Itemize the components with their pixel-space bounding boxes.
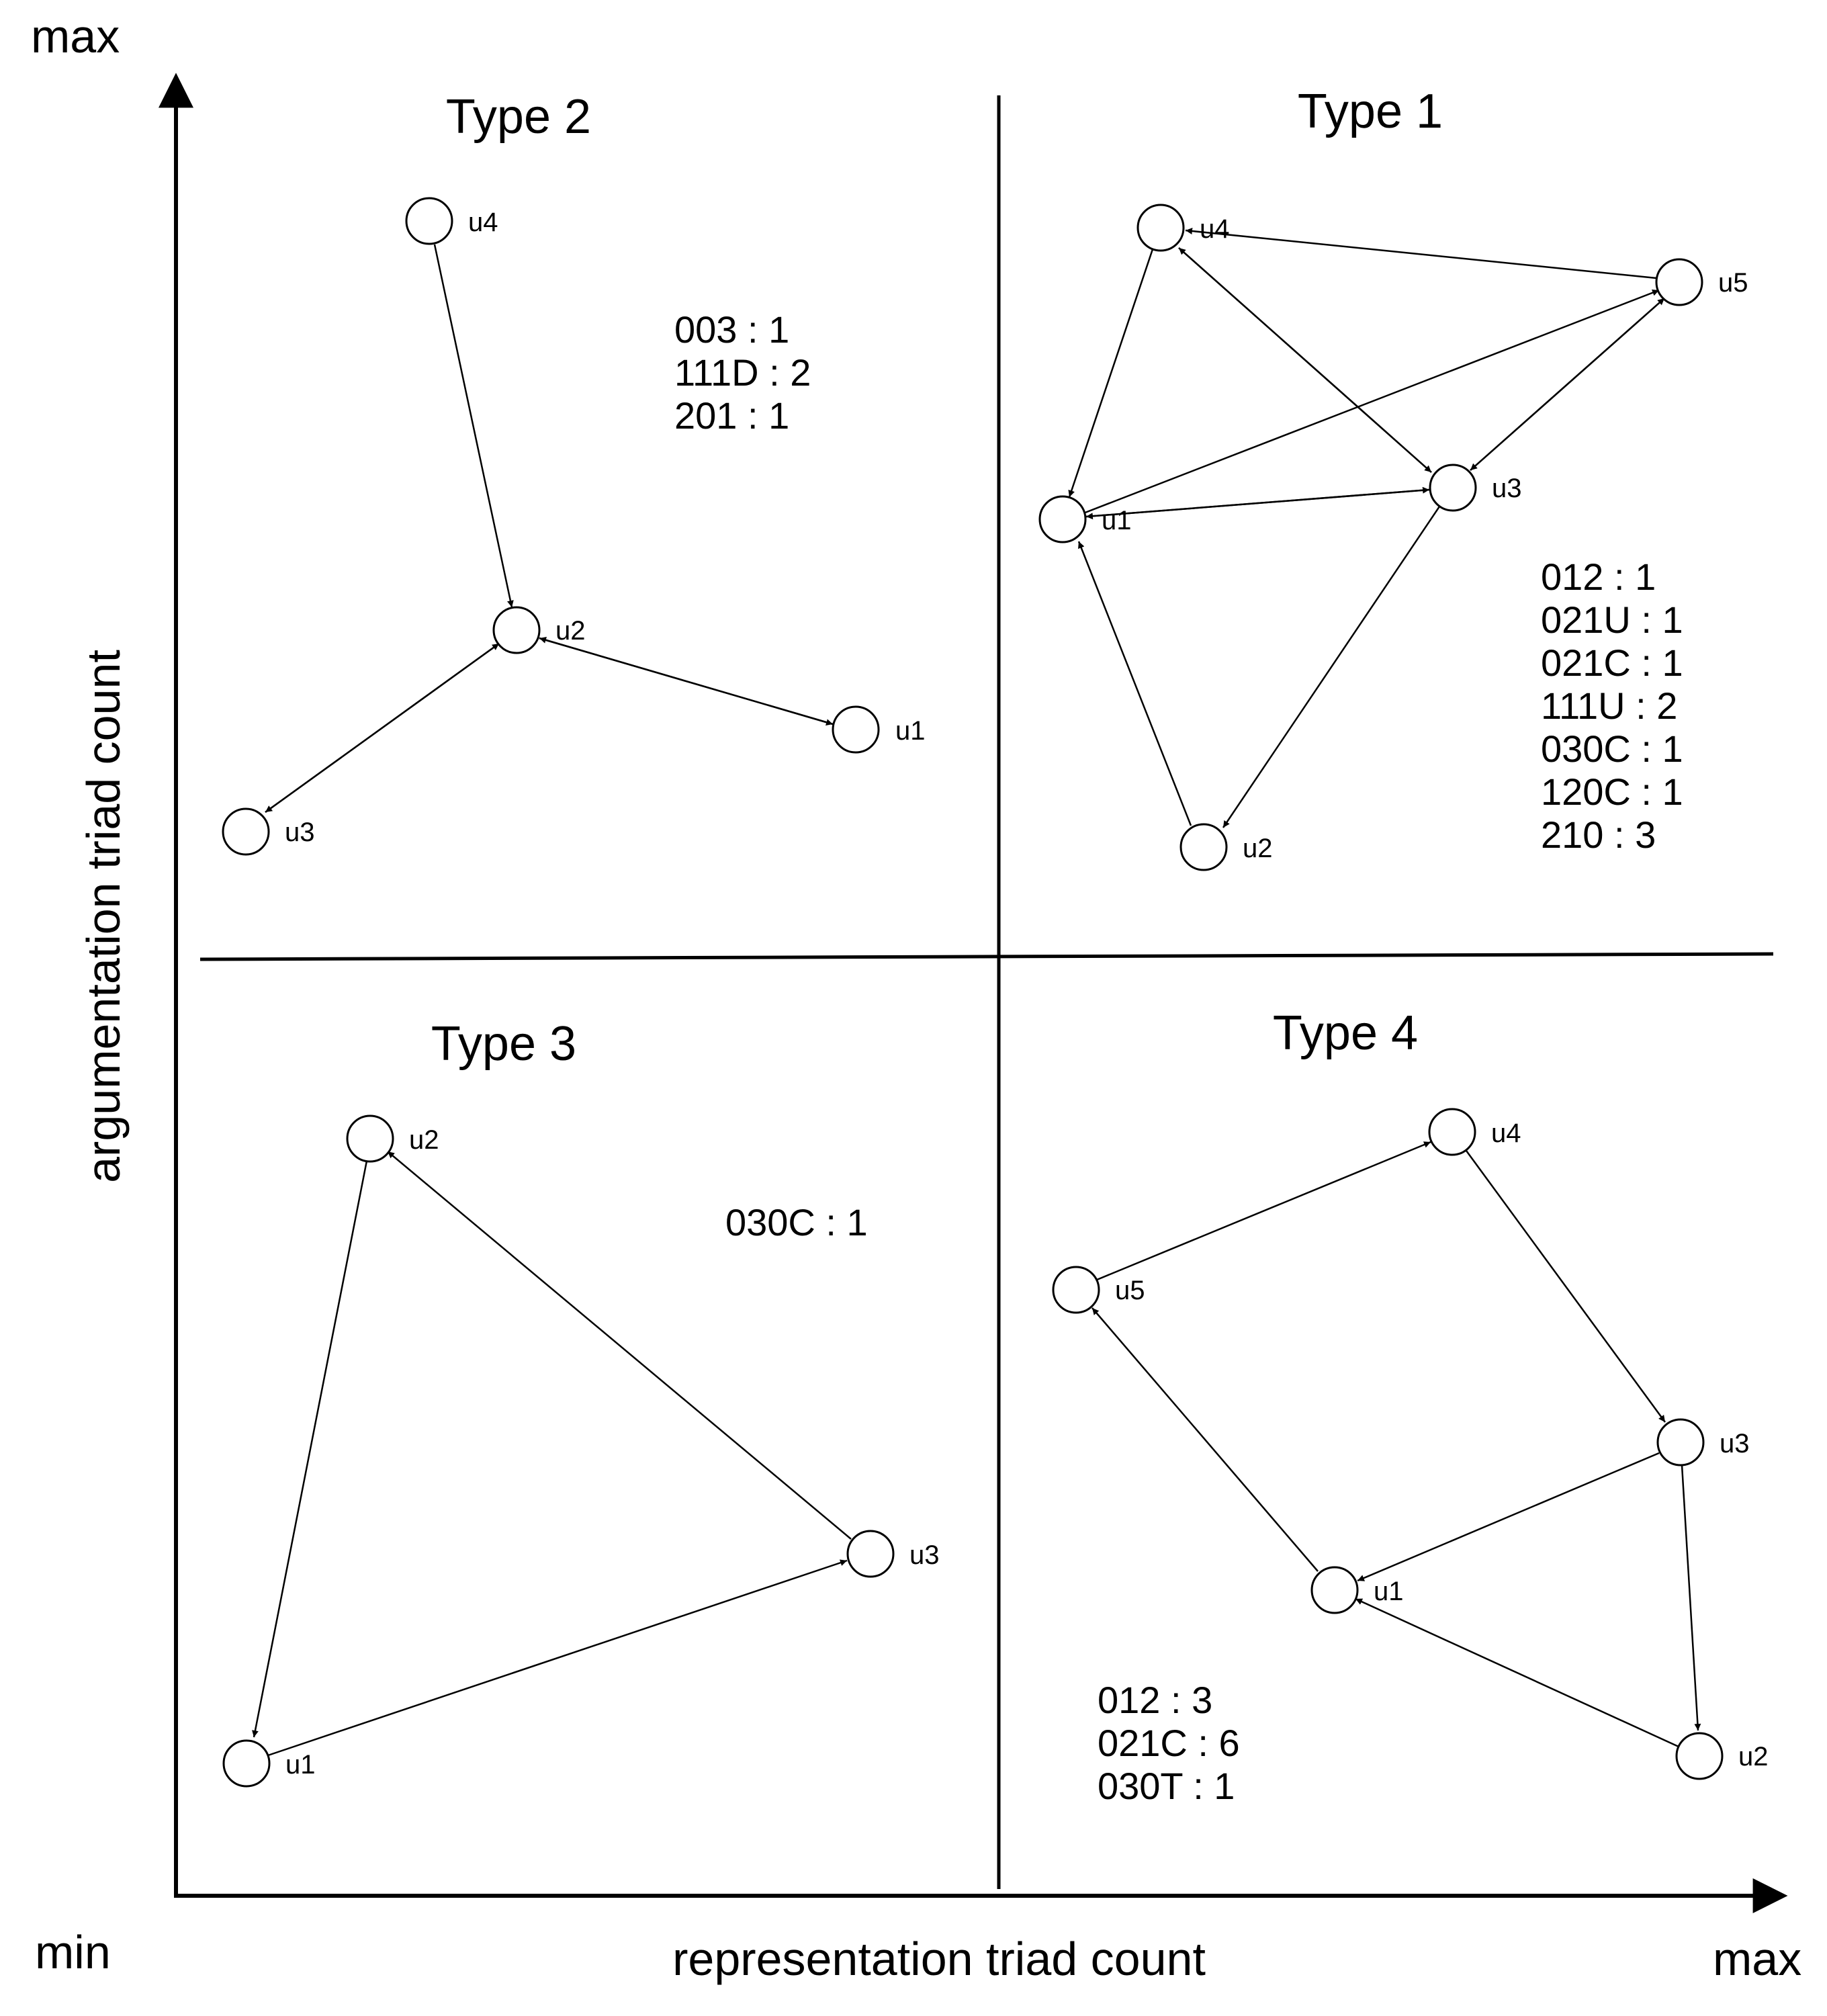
edge-u3-u2 [1222,506,1441,828]
edge-u1-u5 [1091,1307,1319,1572]
count-line: 111U : 2 [1541,685,1677,727]
count-line: 012 : 3 [1098,1679,1212,1721]
edge-u5-u4 [1096,1141,1431,1281]
count-line: 021C : 1 [1541,642,1683,684]
count-line: 003 : 1 [674,308,789,351]
node-label: u5 [1718,268,1748,298]
node-label: u1 [895,716,926,746]
node-label: u1 [1374,1577,1404,1606]
count-line: 021C : 6 [1098,1722,1240,1764]
edge-u3-u1 [1085,488,1430,520]
edge-u1-u3 [267,1559,848,1757]
node-u3 [1656,1418,1705,1466]
node-u2 [1675,1732,1724,1780]
node-label: u2 [409,1125,439,1155]
type2-graph: u4 u2 u1 u3 003 : 1 111D : 2 201 : 1 [222,197,926,856]
edge-u3-u2 [1681,1464,1701,1731]
edge-u4-u1 [1068,249,1154,498]
node-u4 [405,197,453,245]
node-label: u1 [285,1750,316,1780]
node-u4 [1428,1108,1476,1156]
node-label: u3 [1492,474,1522,503]
node-u3 [222,807,270,856]
count-line: 021U : 1 [1541,599,1683,641]
node-u1 [1038,495,1087,543]
type4-graph: u4 u5 u3 u1 u2 012 : 3 021C : 6 030T : 1 [1052,1108,1769,1807]
node-u2 [1179,823,1228,871]
edge-u5-u4 [1185,228,1657,279]
node-label: u3 [285,818,315,847]
node-u5 [1655,258,1703,306]
node-u2 [492,606,541,654]
edge-u1-u5 [1083,289,1660,515]
node-u1 [222,1739,271,1788]
count-line: 120C : 1 [1541,771,1683,813]
node-label: u4 [1200,214,1230,244]
node-u4 [1137,204,1185,252]
edge-u2-u3 [265,642,500,814]
node-u1 [1310,1566,1359,1614]
edge-u2-u1 [539,637,834,726]
edge-u2-u1 [252,1160,368,1738]
node-label: u3 [1720,1429,1750,1458]
edge-u4-u3 [1465,1150,1666,1423]
origin-min-label: min [35,1926,111,1978]
edge-u3-u4 [1178,247,1432,473]
node-u3 [1429,464,1477,512]
node-u3 [846,1530,895,1578]
x-axis-max-label: max [1713,1933,1801,1985]
edge-u4-u2 [433,244,514,608]
count-line: 030C : 1 [1541,728,1683,770]
y-axis-label: argumentation triad count [77,650,130,1183]
node-u5 [1052,1266,1100,1314]
edge-u3-u1 [1357,1452,1660,1582]
edge-u2-u1 [1077,541,1192,826]
edge-u2-u1 [1355,1597,1679,1748]
count-line: 030C : 1 [725,1201,868,1243]
count-line: 210 : 3 [1541,814,1656,856]
type1-title: Type 1 [1298,85,1443,138]
type1-graph: u4 u5 u3 u1 u2 012 : 1 021U : 1 021C : 1… [1038,204,1748,871]
node-u1 [832,705,880,754]
node-label: u2 [1243,834,1273,863]
count-line: 030T : 1 [1098,1765,1235,1807]
count-line: 201 : 1 [674,394,789,437]
edge-u3-u2 [387,1151,852,1540]
type4-title: Type 4 [1273,1006,1418,1060]
node-label: u1 [1102,506,1132,535]
type3-title: Type 3 [431,1017,576,1071]
node-label: u4 [1491,1119,1521,1148]
x-axis-label: representation triad count [672,1933,1206,1985]
count-line: 012 : 1 [1541,556,1656,598]
count-line: 111D : 2 [674,351,811,394]
node-label: u2 [555,616,586,646]
type2-title: Type 2 [446,90,591,144]
y-axis-max-label: max [31,10,120,62]
type3-graph: u2 u3 u1 030C : 1 [222,1114,940,1788]
horizontal-divider [199,952,1774,961]
node-label: u5 [1115,1276,1145,1305]
node-label: u3 [909,1540,940,1570]
node-u2 [346,1114,394,1163]
node-label: u2 [1738,1742,1769,1771]
node-label: u4 [468,208,498,237]
edge-u3-u5 [1470,298,1665,471]
